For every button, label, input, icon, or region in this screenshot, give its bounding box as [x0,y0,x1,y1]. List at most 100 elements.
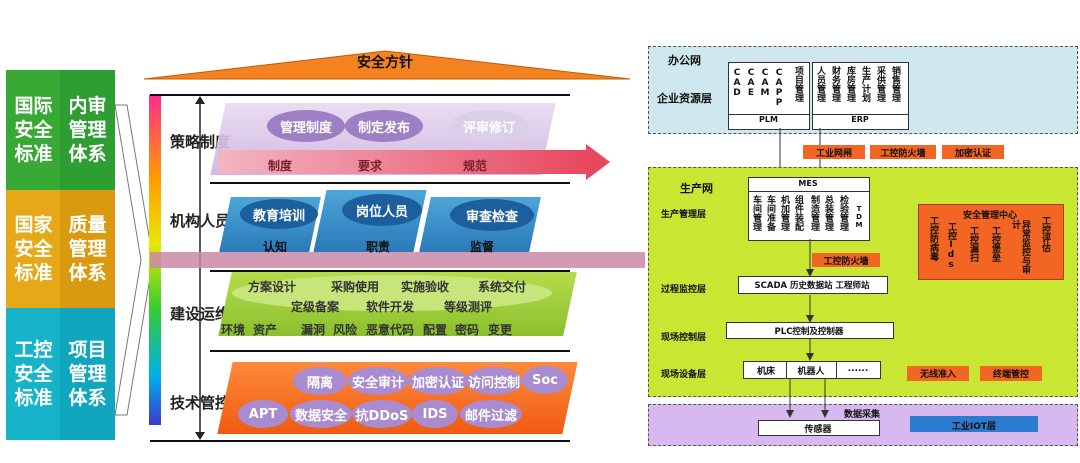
boundary-tag-1: 工业网闸 [803,145,865,159]
divider [150,94,570,96]
roof [143,50,631,80]
policy-tag-3: 规范 [462,159,487,173]
boundary-tag-2: 工控防火墙 [870,145,936,159]
tech-item-1: 隔离 [293,367,347,395]
office-net-layer: 企业资源层 [657,92,712,105]
erp-item-5: 采供管理 [875,66,885,102]
iot-label: 工业IOT层 [951,422,997,432]
monitor-layer: 过程监控层 [661,285,707,295]
policy-item-2: 制定发布 [345,110,423,142]
security-item-6: 工控评估 [1040,216,1050,252]
tech-row2-5: 邮件过滤 [460,400,522,428]
erp-item-3: 库房管理 [845,66,855,102]
build-item-3: 实施验收 [400,280,449,294]
security-item-5: 异常监控与审计 [1010,220,1030,274]
divider [150,440,570,442]
control-layer: 现场控制层 [661,333,707,343]
build-row3-1: 环境 [220,323,245,337]
mauve-band [150,252,645,268]
roof-title: 安全方针 [357,55,413,71]
device-divider [786,361,787,378]
iot-box [910,416,1038,432]
erp-item-4: 生产计划 [860,66,870,102]
security-item-2: 工控Ids [946,222,956,270]
org-tag-2: 职责 [365,240,390,254]
build-row3-5: 恶意代码 [365,323,414,337]
erp-item-2: 财务管理 [830,66,840,102]
system-internal-audit: 内审管理体系 [60,70,115,190]
org-item-1: 教育培训 [240,199,318,229]
mes-item-1: 车间管理 [751,195,761,231]
security-item-3: 工控漏扫 [968,226,978,262]
build-oval-bg [232,275,552,311]
layer-label-policy: 策略制度 [170,133,231,151]
sensor-label: 传感器 [804,425,832,435]
layer-label-org: 机构人员 [170,212,231,230]
policy-item-1: 管理制度 [267,110,345,142]
prod-mgmt-layer: 生产管理层 [661,210,707,220]
build-row3-2: 资产 [252,323,277,337]
build-row2-3: 等级测评 [443,300,492,314]
mes-divider [748,191,869,192]
device-3: ...... [847,364,869,374]
org-item-3: 审查检查 [450,199,534,231]
layer-label-build: 建设运维 [170,305,231,323]
tech-row2-2: 数据安全 [290,400,352,428]
boundary-tag-3: 加密认证 [942,145,1004,159]
build-item-1: 方案设计 [247,280,296,294]
build-row3-7: 密码 [454,323,479,337]
mes-label: MES [798,179,818,188]
tech-item-4: 访问控制 [466,367,522,395]
layer-label-tech: 技术管控 [170,394,231,412]
bottom-tag-2: 终端管控 [980,366,1042,381]
monitor-box [738,276,888,294]
build-row3-4: 风险 [332,323,357,337]
org-item-2: 岗位人员 [342,194,422,226]
tech-item-3: 加密认证 [408,367,468,395]
build-item-2: 采购使用 [330,280,379,294]
data-collect-title: 数据采集 [844,410,881,420]
mes-item-8: TDM [855,205,863,229]
standard-international: 国际安全标准 [6,70,61,190]
tech-row2-4: IDS [412,400,458,428]
org-tag-1: 认知 [262,240,287,254]
control-box-text: PLC控制及控制器 [774,327,844,337]
build-row3-6: 配置 [422,323,447,337]
security-center [918,204,1064,280]
erp-label-bar [812,114,908,129]
policy-tag-1: 制度 [267,159,292,173]
systems-column: 内审管理体系 质量管理体系 项目管理体系 [60,70,115,440]
office-net-title: 办公网 [668,54,701,67]
plm-item-5: 项目管理 [793,66,803,102]
device-box [743,361,881,379]
system-quality: 质量管理体系 [60,190,115,308]
device-divider [836,361,837,378]
divider [210,270,570,272]
build-row3-3: 漏洞 [300,323,325,337]
plm-item-4: CAPP [774,68,784,108]
mes-item-3: 机加管理 [779,195,789,231]
mes-box [748,177,870,241]
tech-row2-3: 抗DDoS [352,400,412,428]
system-project: 项目管理体系 [60,308,115,440]
security-item-4: 工控堡垒 [990,226,1000,262]
device-1: 机床 [756,367,775,377]
tech-item-5: Soc [522,366,568,394]
collect-arrows-icon [786,378,829,418]
policy-tag-2: 要求 [357,159,382,173]
erp-box [812,62,909,130]
tech-row2-1: APT [238,400,288,428]
device-layer: 现场设备层 [661,370,707,380]
tech-item-2: 安全审计 [348,367,408,395]
mes-item-2: 车间准备 [765,195,775,231]
build-row2-1: 定级备案 [290,300,339,314]
control-box [726,322,894,339]
bottom-tag-1: 无线准入 [907,366,969,381]
mes-item-4: 组件装配 [793,195,803,231]
prod-firewall: 工控防火墙 [812,253,880,267]
erp-item-6: 销售管理 [890,66,900,102]
prod-down-arrows-icon [806,239,814,361]
prod-net-title: 生产网 [680,182,713,195]
standard-industrial: 工控安全标准 [6,308,61,440]
standards-column: 国际安全标准 国家安全标准 工控安全标准 [6,70,61,440]
